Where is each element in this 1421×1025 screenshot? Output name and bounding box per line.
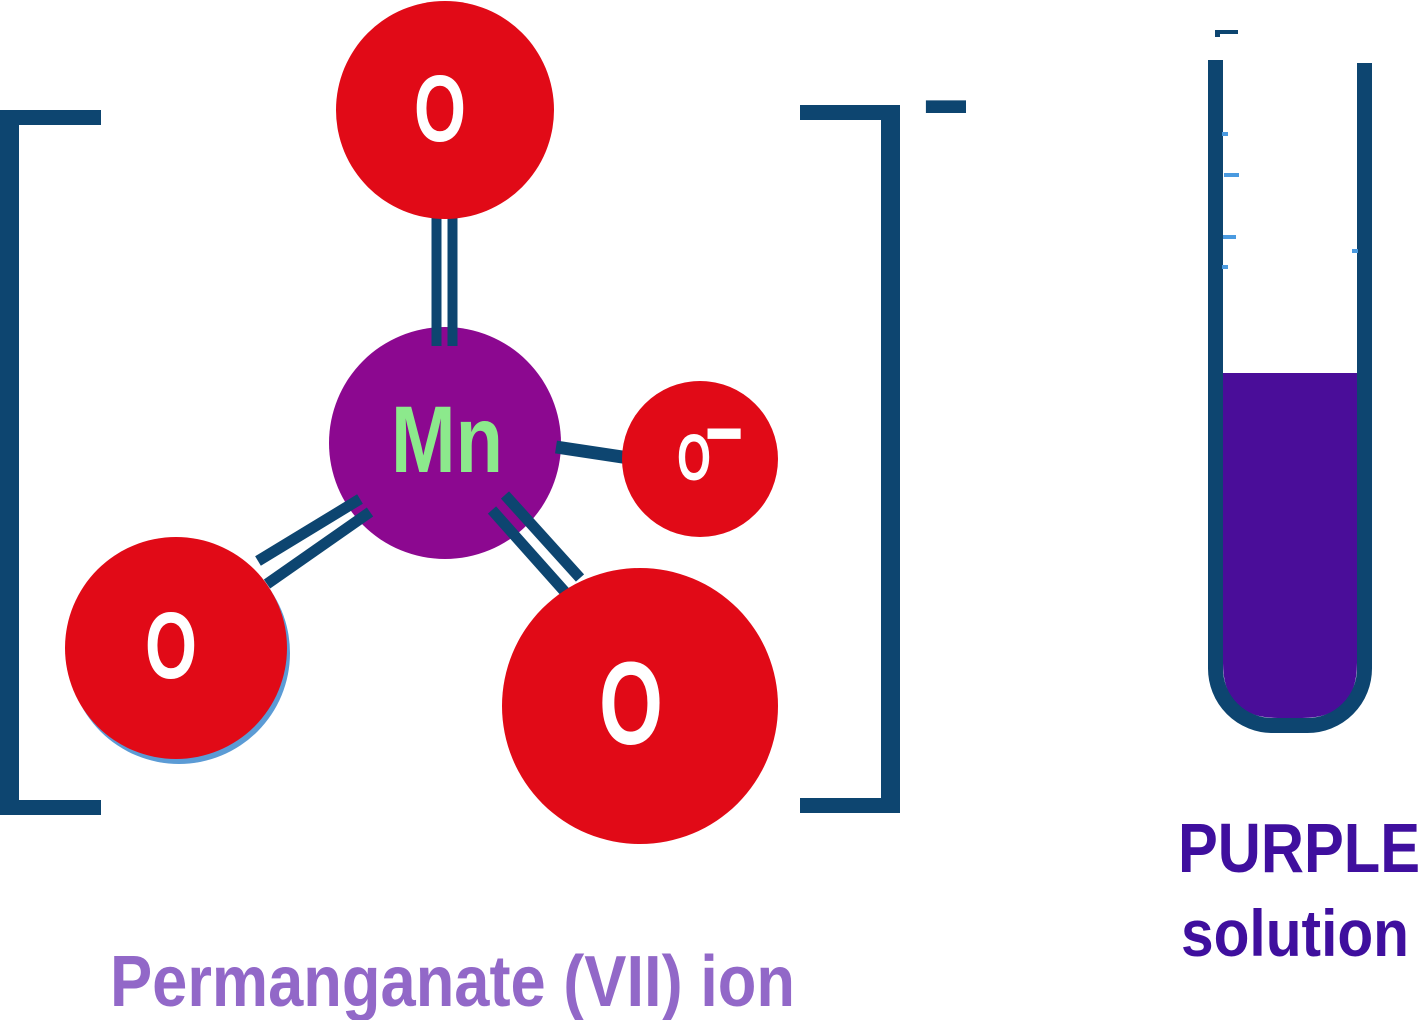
test-tube: PURPLE solution xyxy=(1178,30,1420,970)
solution-label-line1: PURPLE xyxy=(1178,809,1420,887)
purple-solution-liquid xyxy=(1223,373,1357,718)
test-tube-outline xyxy=(1208,60,1372,733)
graduation-tick xyxy=(1223,235,1236,239)
oxygen-label-right: O xyxy=(677,420,711,494)
oxygen-right-charge-minus: − xyxy=(707,401,741,466)
oxygen-atom-left xyxy=(65,537,287,759)
permanganate-ion-structure: − Mn O O O O − Permanganate (VII) ion xyxy=(0,1,969,1022)
double-bond-left-bar-2 xyxy=(263,507,374,589)
oxygen-label-left: O xyxy=(145,593,197,699)
graduation-tick xyxy=(1215,30,1238,34)
right-bracket xyxy=(800,105,900,813)
double-bond-bottom-bar-1 xyxy=(487,506,570,596)
oxygen-atom-top xyxy=(336,1,554,219)
manganese-label: Mn xyxy=(391,387,503,493)
oxygen-atom-right xyxy=(622,381,778,537)
manganese-atom xyxy=(329,327,561,559)
double-bond-bottom-bar-2 xyxy=(500,491,585,582)
graduation-tick xyxy=(1224,173,1239,177)
oxygen-atom-bottom xyxy=(502,568,778,844)
oxygen-label-bottom: O xyxy=(599,638,663,770)
left-bracket xyxy=(0,110,101,815)
solution-label-line2: solution xyxy=(1181,896,1409,970)
graduation-tick xyxy=(1352,249,1358,253)
molecule-caption: Permanganate (VII) ion xyxy=(110,942,795,1020)
graduation-tick xyxy=(1222,132,1228,136)
oxygen-label-top: O xyxy=(414,56,466,162)
double-bond-left-bar-1 xyxy=(255,494,363,566)
graduation-tick xyxy=(1215,30,1220,37)
ion-charge-minus: − xyxy=(926,67,967,145)
graduation-tick xyxy=(1222,265,1228,269)
